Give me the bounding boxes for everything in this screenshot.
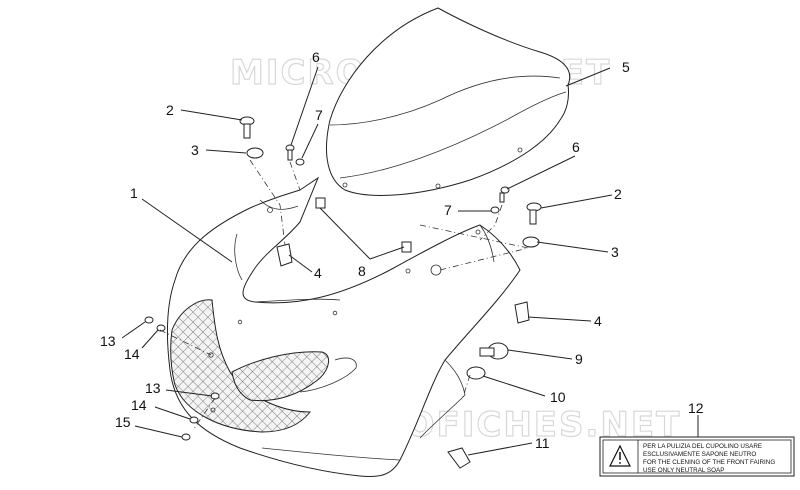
callout-8: 8 xyxy=(358,263,366,279)
callout-1: 1 xyxy=(130,185,138,201)
assembly-lines xyxy=(159,159,529,431)
callout-2-left: 2 xyxy=(166,102,174,118)
warning-line-4: USE ONLY NEUTRAL SOAP xyxy=(643,467,724,474)
callout-15: 15 xyxy=(115,414,131,430)
callout-13-bottom: 13 xyxy=(145,380,161,396)
warning-line-1: PER LA PULIZIA DEL CUPOLINO USARE xyxy=(643,443,762,450)
front-fairing xyxy=(167,176,521,478)
callout-12: 12 xyxy=(688,400,704,416)
leader-lines xyxy=(121,66,699,456)
callout-7-left: 7 xyxy=(315,107,323,123)
warning-label: PER LA PULIZIA DEL CUPOLINO USARE ESCLUS… xyxy=(599,436,795,477)
callout-4-right: 4 xyxy=(594,313,602,329)
callout-6-right: 6 xyxy=(572,139,580,155)
warning-triangle-icon xyxy=(609,444,631,467)
callout-5: 5 xyxy=(622,59,630,75)
callout-13-top: 13 xyxy=(100,333,116,349)
fasteners xyxy=(144,116,542,469)
callout-7-right: 7 xyxy=(444,202,452,218)
windscreen xyxy=(325,7,571,196)
callout-14-bottom: 14 xyxy=(131,397,147,413)
callout-numbers: 1 2 3 4 5 6 7 6 7 2 3 8 4 9 10 11 12 13 … xyxy=(100,49,704,451)
callout-3-right: 3 xyxy=(611,244,619,260)
callout-9: 9 xyxy=(575,351,583,367)
callout-10: 10 xyxy=(550,389,566,405)
callout-11: 11 xyxy=(535,435,550,451)
callout-4-left: 4 xyxy=(314,265,322,281)
warning-line-3: FOR THE CLENING OF THE FRONT FAIRING xyxy=(643,459,775,466)
warning-line-2: ESCLUSIVAMENTE SAPONE NEUTRO xyxy=(643,451,756,458)
callout-6-left: 6 xyxy=(312,49,320,65)
callout-14-top: 14 xyxy=(124,346,140,362)
callout-3-left: 3 xyxy=(191,142,199,158)
callout-2-right: 2 xyxy=(614,186,622,202)
